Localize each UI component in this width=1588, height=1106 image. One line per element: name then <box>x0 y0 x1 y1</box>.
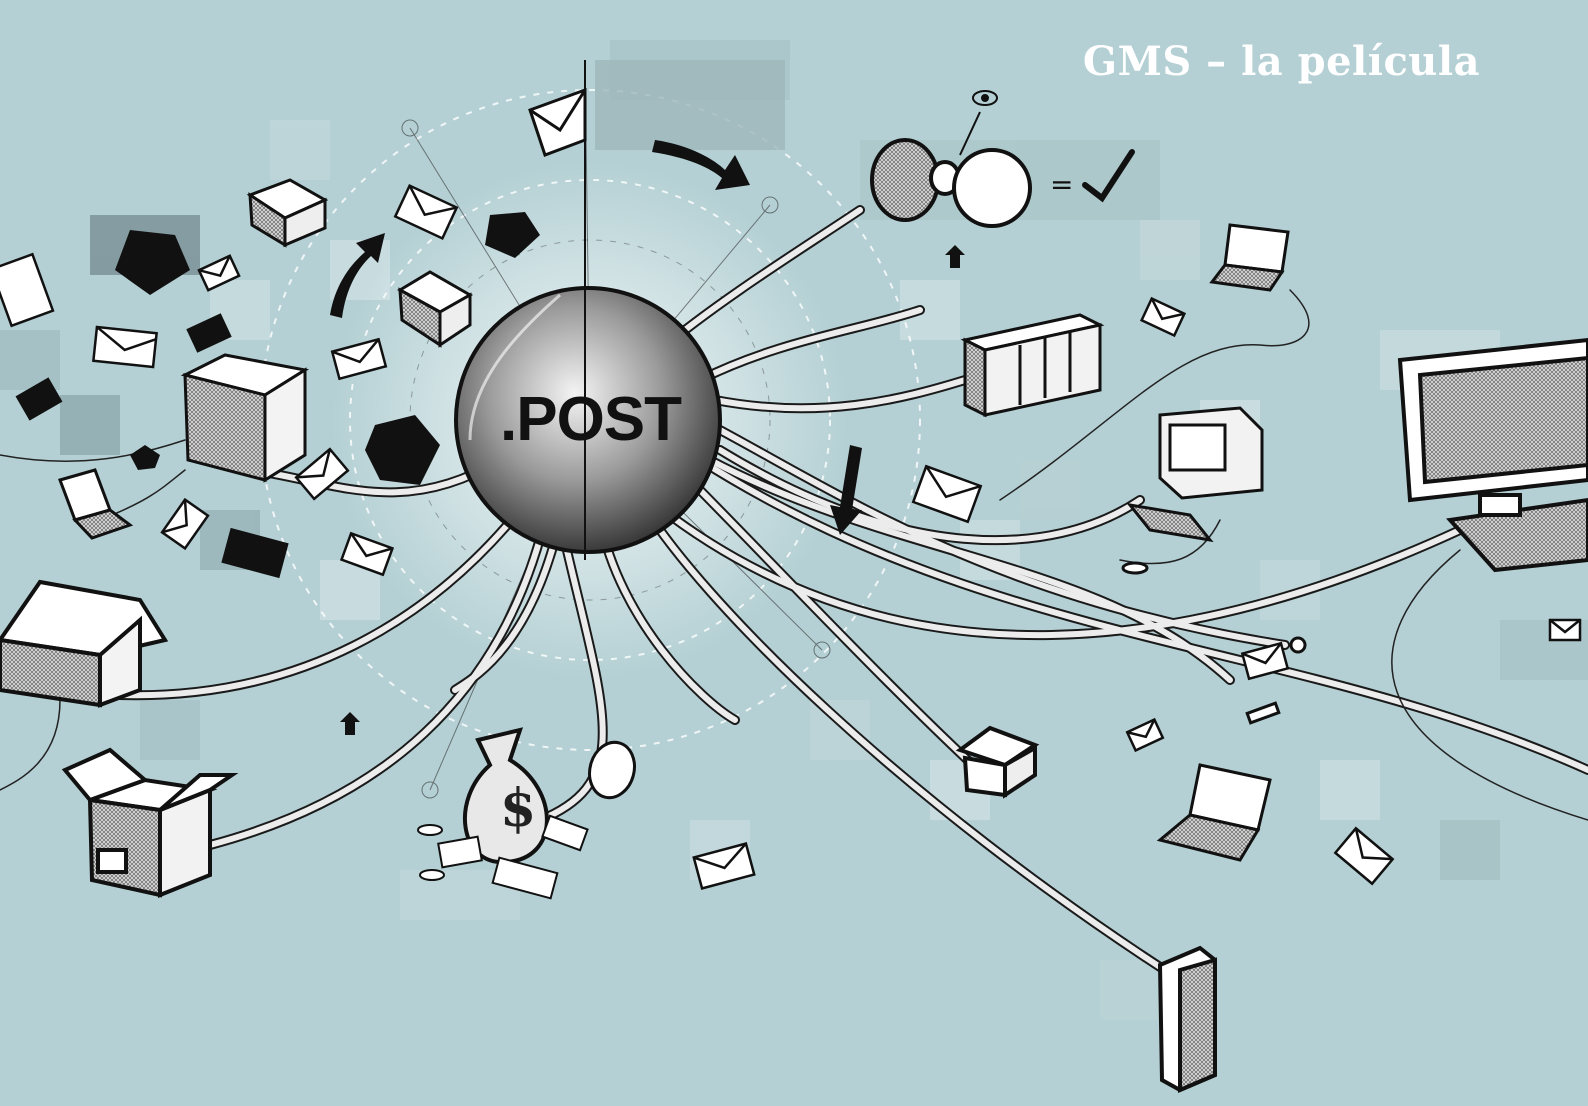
envelope-icon <box>692 842 756 890</box>
house-icon <box>0 579 169 708</box>
envelope-icon <box>339 531 395 577</box>
package-icon <box>61 747 239 898</box>
plug-icon <box>1157 945 1217 1094</box>
post-hub-sphere <box>454 60 722 560</box>
envelope-icons <box>0 183 1582 890</box>
eye-device-icon <box>870 111 1032 228</box>
envelope-icon <box>294 447 350 501</box>
binary-panel <box>595 60 785 150</box>
cube-icon-2 <box>396 270 474 348</box>
envelope-icon <box>911 464 983 524</box>
envelope-icon <box>1125 717 1165 753</box>
crt-monitor-icon <box>1121 406 1264 575</box>
money-bag-icon <box>417 727 589 900</box>
cables <box>0 205 1588 985</box>
envelope-icon <box>393 183 459 241</box>
page-title: GMS – la película <box>1082 38 1480 85</box>
envelope-icon <box>92 325 158 369</box>
desktop-computer-icon <box>1397 337 1588 573</box>
server-icon <box>960 313 1105 418</box>
envelope-icon <box>1333 826 1395 886</box>
laptop-icon <box>1209 223 1290 292</box>
envelope-icon <box>0 252 55 328</box>
envelope-icon <box>1139 296 1187 338</box>
money-symbol: $ <box>500 778 537 839</box>
laptop-icon <box>58 468 134 540</box>
flag-icon <box>528 87 587 157</box>
eye-icon <box>972 90 998 106</box>
hub-label: .POST <box>500 385 682 454</box>
envelope-icon <box>1240 641 1290 681</box>
arrow-icons <box>330 140 965 735</box>
house-icons <box>0 579 1040 799</box>
cube-icon-1 <box>246 178 329 248</box>
envelope-icon <box>160 497 210 551</box>
checkmark-icon <box>1082 149 1135 203</box>
envelope-icon <box>330 337 388 381</box>
envelope-icon <box>197 254 241 292</box>
shape-decorations <box>15 212 540 579</box>
connector-icons <box>588 636 1307 800</box>
equals-label: = <box>1050 168 1074 201</box>
laptop-icons <box>58 223 1290 862</box>
laptop-icon <box>1156 763 1272 862</box>
envelope-icon <box>1548 618 1582 642</box>
package-icon-large <box>180 353 310 483</box>
cube-icons <box>180 178 474 483</box>
house-icon <box>955 725 1040 799</box>
